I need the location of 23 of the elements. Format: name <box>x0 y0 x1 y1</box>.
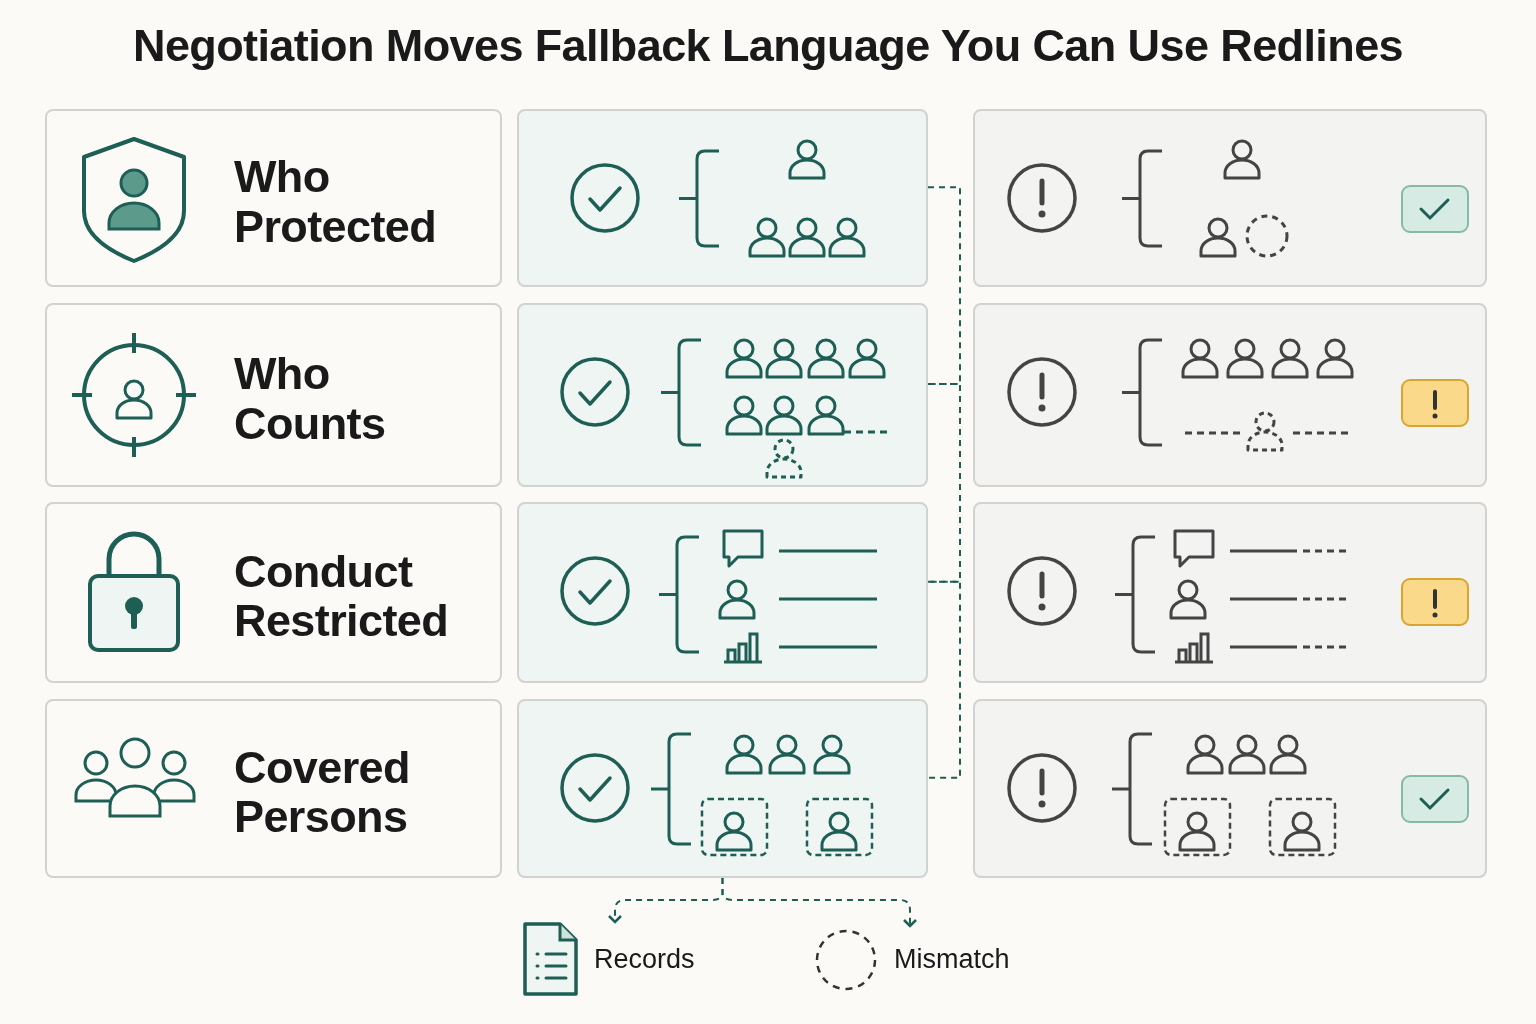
redline-card <box>973 109 1487 287</box>
label-text: Mismatch <box>894 944 1010 975</box>
redline-card <box>973 699 1487 878</box>
card-title: Covered Persons <box>234 742 411 842</box>
redline-card <box>973 303 1487 487</box>
redline-card <box>973 502 1487 683</box>
connector-line <box>927 580 961 779</box>
card-title: Conduct Restricted <box>234 546 450 646</box>
fallback-card <box>517 303 928 487</box>
fallback-card <box>517 699 928 878</box>
connector-line <box>927 382 961 583</box>
title: Negotiation Moves Fallback Language You Can Use Redlines <box>132 20 1404 72</box>
arrow <box>721 877 918 928</box>
label-text: Records <box>594 944 695 975</box>
fallback-card <box>517 109 928 287</box>
connector-line <box>927 186 961 385</box>
category-card <box>45 699 502 878</box>
card-title: Who Protected <box>234 152 438 251</box>
category-card <box>45 109 502 287</box>
category-card <box>45 303 502 487</box>
fallback-card <box>517 502 928 683</box>
category-card <box>45 502 502 683</box>
card-title: Who Counts <box>234 349 387 448</box>
